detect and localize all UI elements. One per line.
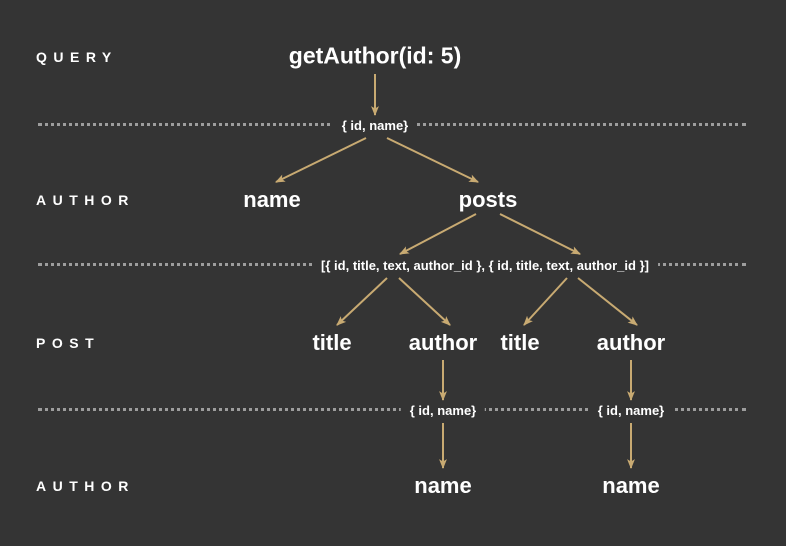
node-posts: posts	[458, 187, 518, 212]
payload-post-author-1: { id, name}	[400, 402, 486, 420]
node-title-2: title	[500, 330, 540, 355]
payload-author-post: [{ id, title, text, author_id }, { id, t…	[312, 257, 658, 275]
arrow-post2-to-author	[577, 277, 638, 326]
node-name-2: name	[602, 473, 660, 498]
arrow-post1-to-author	[398, 277, 451, 326]
arrow-payload-to-name	[275, 137, 367, 183]
arrow-post2-to-title	[523, 277, 568, 326]
row-label-post: POST	[36, 335, 101, 351]
node-name-author: name	[243, 187, 301, 212]
payload-post-author-2: { id, name}	[588, 402, 674, 420]
arrow-posts-to-payload-left	[399, 213, 477, 255]
node-get-author: getAuthor(id: 5)	[288, 42, 462, 69]
arrow-posts-to-payload-right	[499, 213, 581, 255]
row-label-author-1: AUTHOR	[36, 192, 135, 208]
row-label-query: QUERY	[36, 49, 118, 65]
row-label-author-2: AUTHOR	[36, 478, 135, 494]
node-author-2: author	[596, 330, 666, 355]
node-author-1: author	[408, 330, 478, 355]
node-name-1: name	[414, 473, 472, 498]
divider-post-author	[38, 408, 746, 414]
arrow-payload-to-posts	[386, 137, 479, 183]
arrow-post1-to-title	[336, 277, 388, 326]
node-title-1: title	[312, 330, 352, 355]
payload-query-author: { id, name}	[332, 117, 418, 135]
